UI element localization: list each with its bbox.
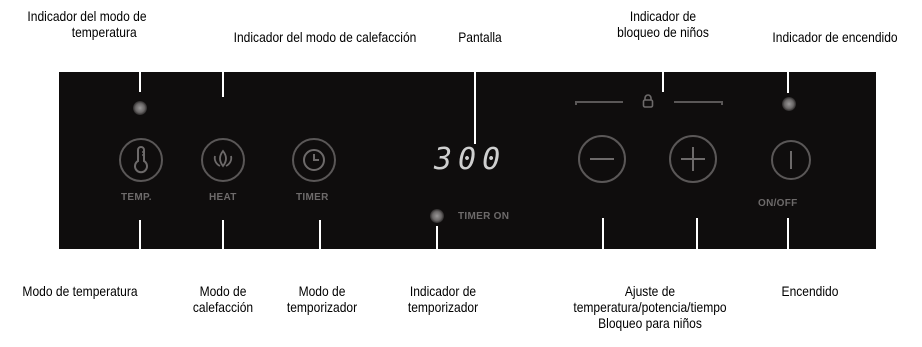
clock-icon <box>302 148 326 177</box>
label-power-indicator: Indicador de encendido <box>772 29 898 45</box>
flame-icon <box>209 148 237 177</box>
control-panel: TEMP. HEAT TIMER 300 TIMER ON <box>59 72 876 249</box>
heat-caption: HEAT <box>209 192 237 203</box>
power-button[interactable] <box>771 140 811 180</box>
label-adjust: Ajuste de temperatura/potencia/tiempo Bl… <box>573 283 727 331</box>
leader-adjust <box>602 218 698 278</box>
label-timer-mode: Modo de temporizador <box>286 283 358 315</box>
temp-mode-indicator-led <box>133 101 147 115</box>
timer-on-indicator-led <box>430 209 444 223</box>
power-icon <box>773 142 809 178</box>
label-screen: Pantalla <box>458 29 502 45</box>
timer-mode-button[interactable] <box>292 138 336 182</box>
plus-icon <box>671 137 715 181</box>
temp-caption: TEMP. <box>121 192 152 203</box>
label-temp-mode: Modo de temperatura <box>22 283 138 299</box>
label-heat-mode-indicator: Indicador del modo de calefacción <box>233 29 417 45</box>
plus-button[interactable] <box>669 135 717 183</box>
power-indicator-led <box>782 97 796 111</box>
label-power: Encendido <box>781 283 839 299</box>
label-heat-mode: Modo de calefacción <box>192 283 254 315</box>
temp-mode-button[interactable] <box>119 138 163 182</box>
minus-button[interactable] <box>578 135 626 183</box>
timer-caption: TIMER <box>296 192 329 203</box>
minus-icon <box>590 158 614 160</box>
thermometer-icon <box>129 146 153 179</box>
timer-on-caption: TIMER ON <box>458 211 510 222</box>
child-lock-bracket <box>575 101 723 105</box>
heat-mode-button[interactable] <box>201 138 245 182</box>
lock-icon <box>640 93 656 114</box>
label-child-lock-indicator: Indicador de bloqueo de niños <box>617 8 709 40</box>
onoff-caption: ON/OFF <box>758 198 798 209</box>
display-screen: 300 <box>434 142 507 177</box>
label-temp-mode-indicator: Indicador del modo de temperatura <box>27 8 147 40</box>
label-timer-indicator: Indicador de temporizador <box>407 283 479 315</box>
